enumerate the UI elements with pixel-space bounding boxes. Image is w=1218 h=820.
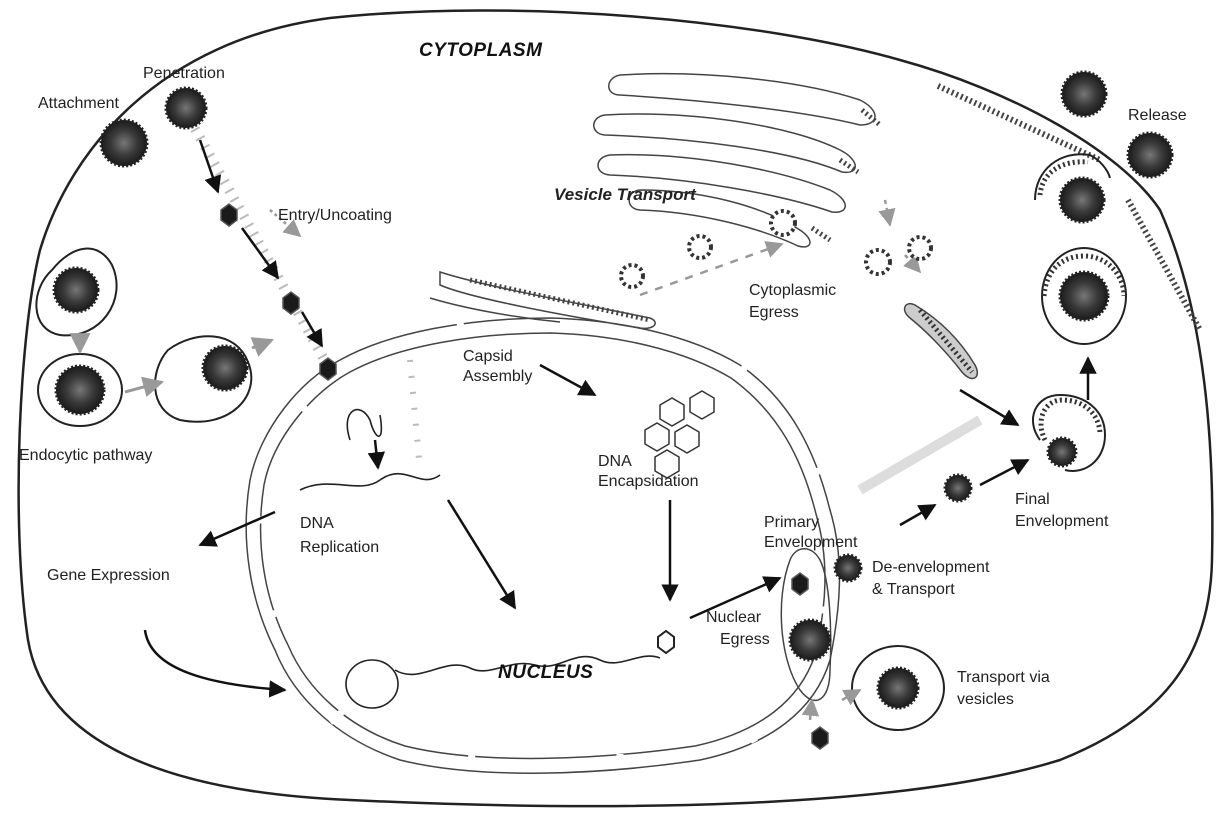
gene-expression-label: Gene Expression [47, 566, 170, 585]
endoplasmic-reticulum [430, 272, 655, 328]
transport-vesicles [621, 211, 931, 287]
golgi-stack [594, 74, 875, 247]
dna-encapsidation-label-2: Encapsidation [598, 472, 699, 491]
primary-envelopment-label-2: Envelopment [764, 533, 857, 552]
de-envelopment-label-2: & Transport [872, 580, 955, 599]
capsid-hexagons [645, 391, 714, 478]
vesicle-transport-label: Vesicle Transport [554, 185, 696, 204]
endocytic-pathway-label: Endocytic pathway [19, 446, 152, 465]
nuclear-egress-label-1: Nuclear [706, 608, 761, 627]
transport-vesicles-label-1: Transport via [957, 668, 1050, 687]
capsid-assembly-label-1: Capsid [463, 347, 513, 366]
cytoplasm-title: CYTOPLASM [419, 41, 542, 60]
attachment-label: Attachment [38, 94, 119, 113]
dna-encapsidation-label-1: DNA [598, 452, 632, 471]
entry-trail [190, 120, 330, 370]
egress-tubule [905, 304, 978, 379]
entry-uncoating-label: Entry/Uncoating [278, 206, 392, 225]
final-envelopment-label-2: Envelopment [1015, 512, 1108, 531]
nucleus-title: NUCLEUS [498, 663, 593, 682]
virions [54, 72, 1172, 708]
cytoplasmic-egress-label-2: Egress [749, 303, 799, 322]
release-label: Release [1128, 106, 1187, 125]
nuclear-egress-label-2: Egress [720, 630, 770, 649]
capsid-assembly-label-2: Assembly [463, 367, 532, 386]
transport-vesicles-label-2: vesicles [957, 690, 1014, 709]
primary-envelopment-label-1: Primary [764, 513, 819, 532]
cytoplasmic-egress-label-1: Cytoplasmic [749, 281, 836, 300]
golgi-studs [812, 110, 880, 240]
final-envelopment-label-1: Final [1015, 490, 1050, 509]
de-envelopment-label-1: De-envelopment [872, 558, 989, 577]
dna-replication-label-2: Replication [300, 538, 379, 557]
penetration-label: Penetration [143, 64, 225, 83]
dna-replication-label-1: DNA [300, 514, 334, 533]
